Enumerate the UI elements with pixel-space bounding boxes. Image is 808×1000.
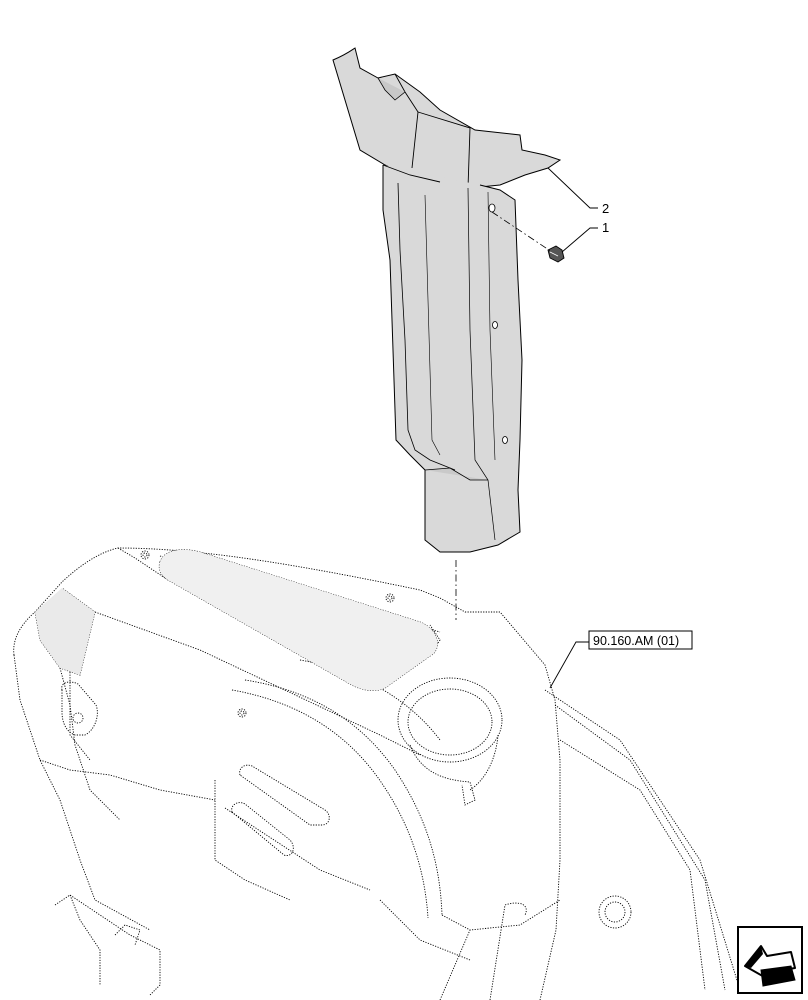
reference-label[interactable]: 90.160.AM (01) [593,634,679,648]
next-page-arrow-icon [744,945,796,987]
callout-leaders [547,167,598,689]
screw [547,245,565,263]
callout-2-label: 2 [602,201,609,216]
fender-shading [35,549,438,691]
reference-box[interactable] [588,630,693,650]
next-page-button[interactable] [737,926,803,994]
pillar-column [382,165,523,553]
pillar-trim-panel [332,47,562,553]
fender-console-assembly [13,547,741,1000]
callout-1-label: 1 [602,220,609,235]
reference-link[interactable]: 90.160.AM (01) [588,630,693,650]
pillar-hood [332,47,562,189]
assembly-lines [455,211,553,620]
